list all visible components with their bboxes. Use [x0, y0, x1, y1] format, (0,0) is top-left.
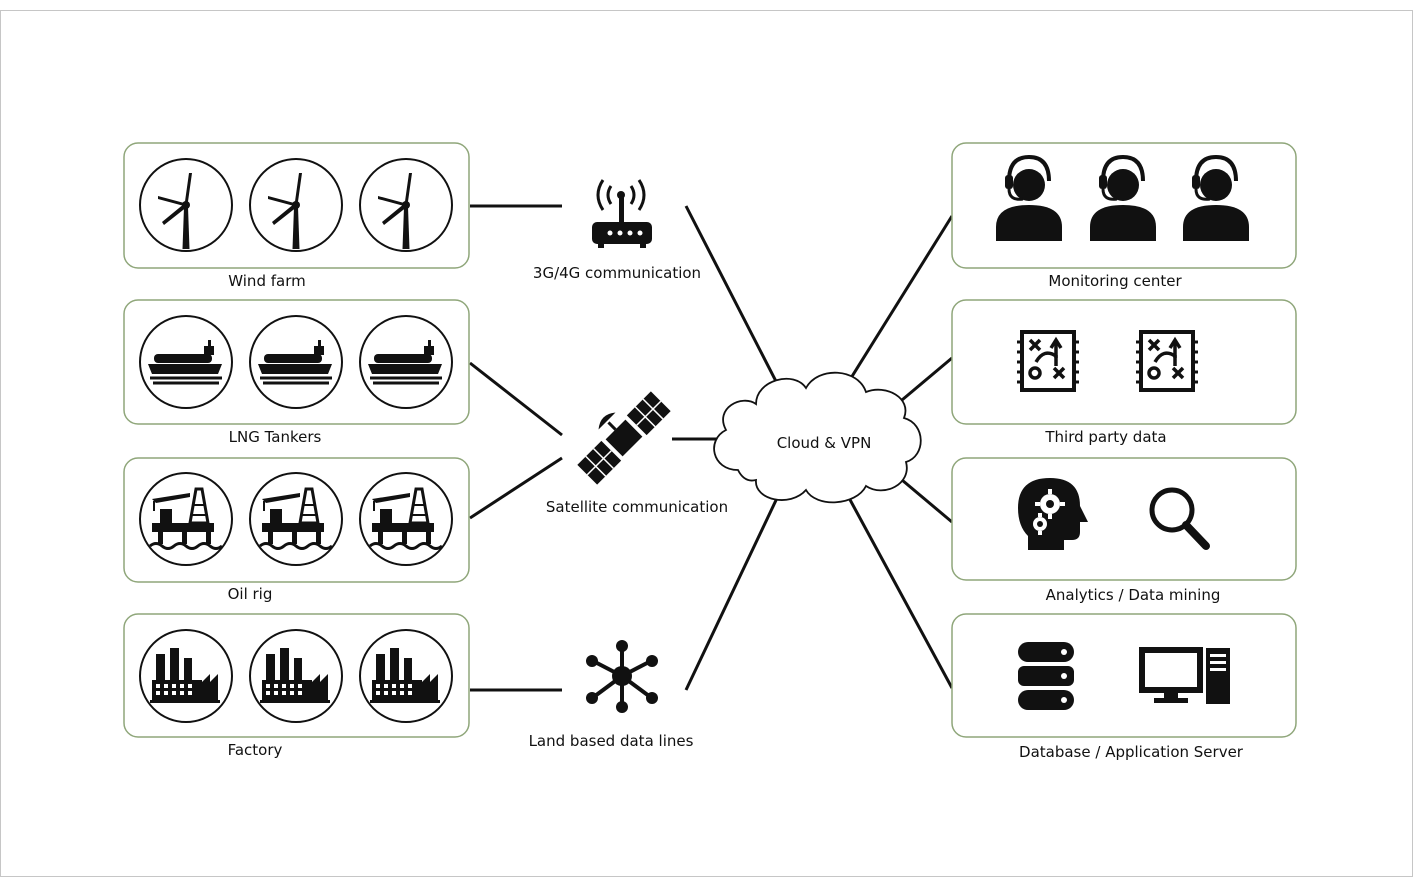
dest-label: Analytics / Data mining [1046, 586, 1221, 604]
channel-label: Satellite communication [546, 498, 728, 516]
source-factory: Factory [123, 613, 470, 759]
source-label: Wind farm [228, 272, 305, 290]
oil-rig-icon [138, 471, 234, 567]
wind-turbine-icon [249, 158, 343, 252]
cloud-icon [713, 371, 922, 504]
dest-database-server: Database / Application Server [951, 613, 1297, 761]
factory-icon [139, 629, 233, 723]
channel-land-lines: Land based data lines [529, 640, 694, 750]
source-lng-tankers: LNG Tankers [123, 299, 470, 446]
dest-label: Third party data [1044, 428, 1166, 446]
factory-icon [359, 629, 453, 723]
wind-turbine-icon [139, 158, 233, 252]
dest-analytics: Analytics / Data mining [951, 457, 1297, 604]
network-hub-icon [586, 640, 658, 713]
wind-turbine-icon [359, 158, 453, 252]
source-label: Oil rig [228, 585, 273, 603]
lng-tanker-icon [358, 314, 454, 410]
router-icon [592, 179, 652, 248]
lng-tanker-icon [248, 314, 344, 410]
database-icon [1018, 642, 1074, 710]
source-wind-farm: Wind farm [123, 142, 470, 290]
channel-label: 3G/4G communication [533, 264, 701, 282]
cloud-label: Cloud & VPN [777, 434, 872, 452]
oil-rig-icon [358, 471, 454, 567]
source-oil-rig: Oil rig [123, 457, 470, 603]
dest-monitoring-center: Monitoring center [951, 142, 1297, 290]
dest-third-party-data: Third party data [951, 299, 1297, 446]
satellite-icon [577, 391, 671, 485]
cloud-vpn: Cloud & VPN [713, 371, 922, 504]
oil-rig-icon [248, 471, 344, 567]
dest-label: Monitoring center [1048, 272, 1182, 290]
channel-satellite: Satellite communication [546, 391, 728, 516]
channel-label: Land based data lines [529, 732, 694, 750]
source-label: LNG Tankers [229, 428, 322, 446]
source-label: Factory [228, 741, 283, 759]
lng-tanker-icon [138, 314, 234, 410]
connection-lines [469, 204, 954, 692]
dest-label: Database / Application Server [1019, 743, 1244, 761]
factory-icon [249, 629, 343, 723]
channel-3g4g: 3G/4G communication [533, 179, 701, 282]
